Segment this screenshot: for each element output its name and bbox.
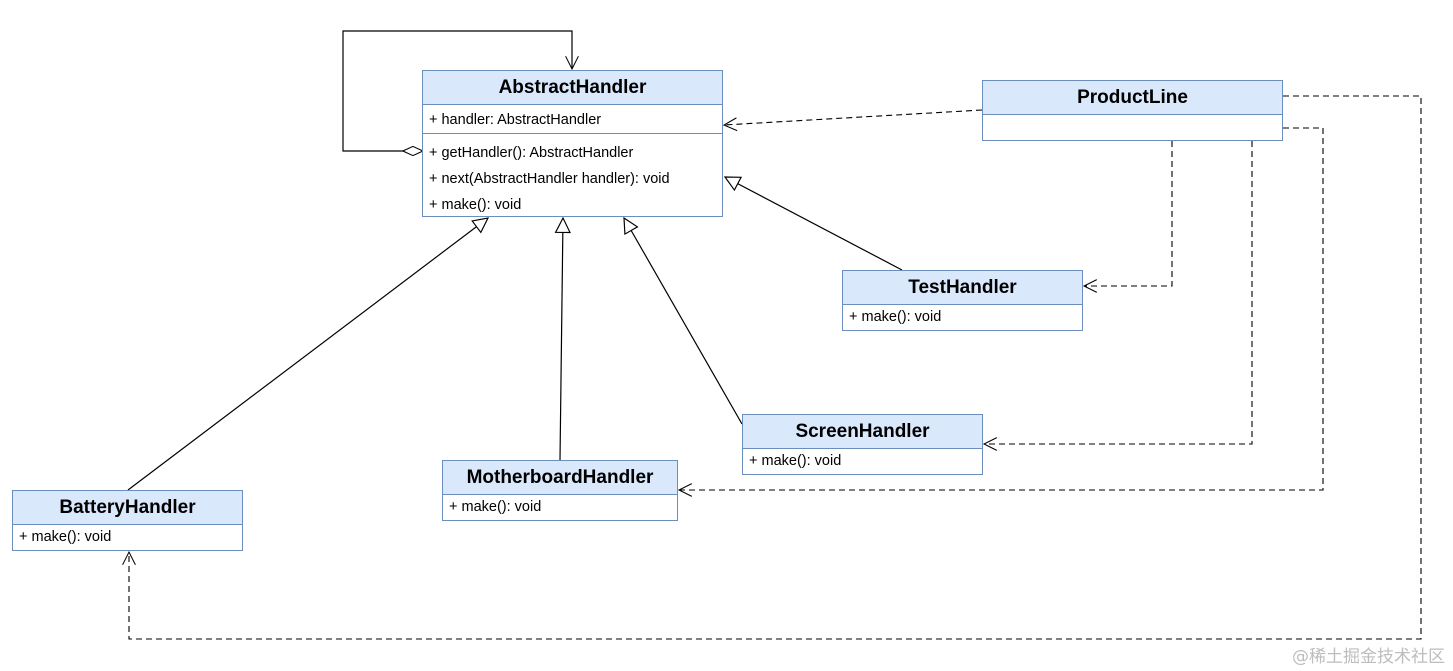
method-next: + next(AbstractHandler handler): void bbox=[429, 171, 670, 187]
dependency-productline-motherboardhandler bbox=[677, 127, 1324, 497]
class-batteryhandler-title: BatteryHandler bbox=[13, 491, 242, 525]
generalization-testhandler bbox=[723, 176, 903, 271]
method-make: + make(): void bbox=[19, 529, 112, 545]
watermark-text: @稀土掘金技术社区 bbox=[1292, 647, 1445, 667]
method-make: + make(): void bbox=[749, 453, 842, 469]
class-abstracthandler-methods: + getHandler(): AbstractHandler + next(A… bbox=[423, 134, 722, 218]
class-motherboardhandler-methods: + make(): void bbox=[443, 495, 677, 520]
method-make: + make(): void bbox=[449, 499, 542, 515]
class-motherboardhandler-title: MotherboardHandler bbox=[443, 461, 677, 495]
dependency-productline-batteryhandler bbox=[122, 95, 1422, 640]
class-screenhandler[interactable]: ScreenHandler + make(): void bbox=[742, 414, 983, 475]
dependency-productline-abstracthandler bbox=[722, 109, 983, 132]
dependency-productline-screenhandler bbox=[982, 141, 1253, 451]
generalization-screenhandler bbox=[623, 216, 743, 425]
class-testhandler-title: TestHandler bbox=[843, 271, 1082, 305]
class-testhandler[interactable]: TestHandler + make(): void bbox=[842, 270, 1083, 331]
class-batteryhandler[interactable]: BatteryHandler + make(): void bbox=[12, 490, 243, 551]
class-abstracthandler[interactable]: AbstractHandler + handler: AbstractHandl… bbox=[422, 70, 723, 217]
class-productline[interactable]: ProductLine bbox=[982, 80, 1283, 141]
dependency-productline-testhandler bbox=[1082, 141, 1173, 293]
self-aggregation-edge bbox=[342, 30, 572, 151]
generalization-batteryhandler bbox=[127, 217, 490, 491]
class-productline-title: ProductLine bbox=[983, 81, 1282, 115]
generalization-motherboardhandler bbox=[554, 216, 571, 461]
class-testhandler-methods: + make(): void bbox=[843, 305, 1082, 330]
class-productline-body bbox=[983, 115, 1282, 140]
method-make: + make(): void bbox=[849, 309, 942, 325]
class-abstracthandler-title: AbstractHandler bbox=[423, 71, 722, 105]
class-batteryhandler-methods: + make(): void bbox=[13, 525, 242, 550]
class-abstracthandler-attributes: + handler: AbstractHandler bbox=[423, 105, 722, 134]
method-gethandler: + getHandler(): AbstractHandler bbox=[429, 145, 634, 161]
class-screenhandler-methods: + make(): void bbox=[743, 449, 982, 474]
class-motherboardhandler[interactable]: MotherboardHandler + make(): void bbox=[442, 460, 678, 521]
class-screenhandler-title: ScreenHandler bbox=[743, 415, 982, 449]
attribute-handler: + handler: AbstractHandler bbox=[429, 112, 602, 128]
method-make: + make(): void bbox=[429, 197, 522, 213]
